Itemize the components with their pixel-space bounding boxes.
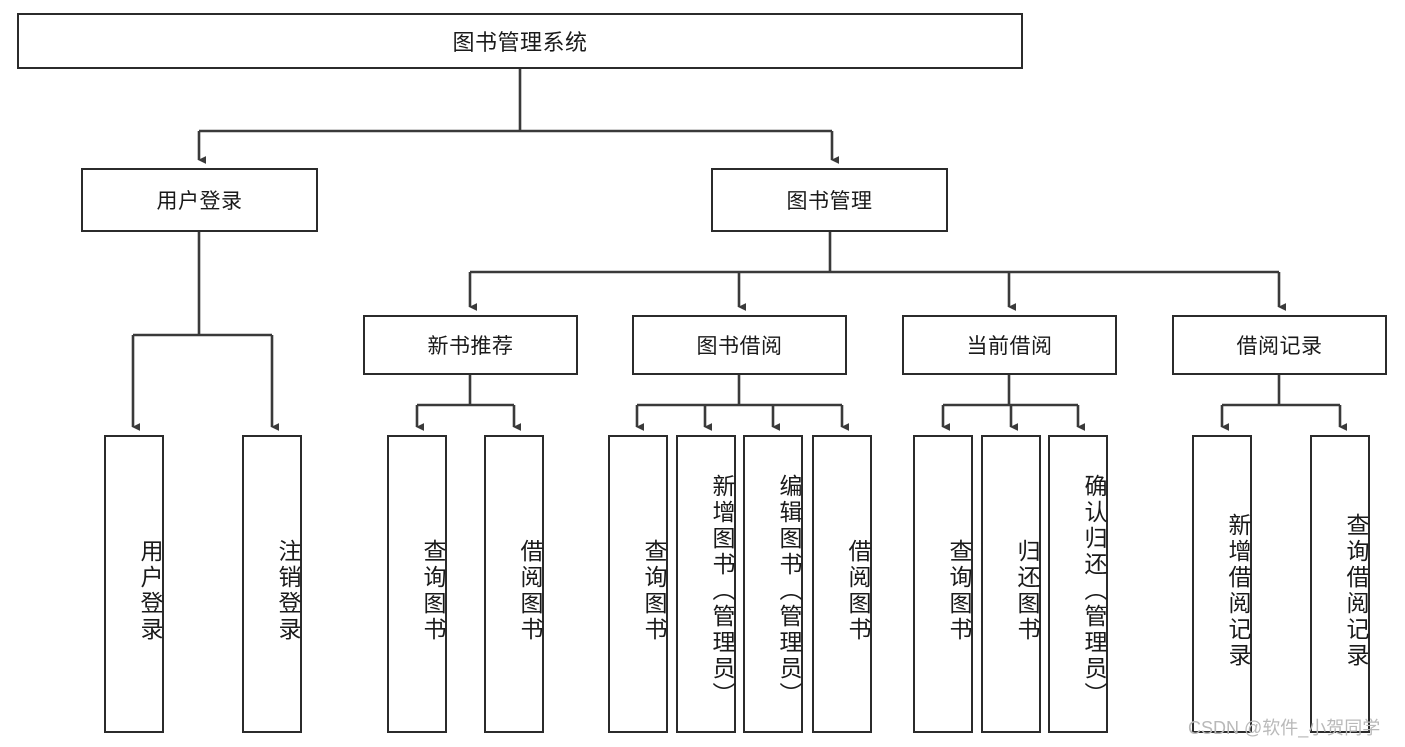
node-cb-return-book[interactable]: 归还图书 bbox=[981, 435, 1041, 733]
node-label: 借阅图书 bbox=[845, 539, 871, 643]
node-book-management[interactable]: 图书管理 bbox=[711, 168, 948, 232]
node-label: 查询图书 bbox=[946, 539, 972, 643]
node-label: 查询图书 bbox=[420, 539, 446, 643]
node-user-login[interactable]: 用户登录 bbox=[81, 168, 318, 232]
node-label: 图书借阅 bbox=[696, 335, 783, 358]
node-label: 借阅记录 bbox=[1236, 335, 1323, 358]
node-new-book-recommend[interactable]: 新书推荐 bbox=[363, 315, 578, 375]
node-label: 查询借阅记录 bbox=[1343, 513, 1369, 669]
node-user-logout[interactable]: 注销登录 bbox=[242, 435, 302, 733]
node-book-borrow[interactable]: 图书借阅 bbox=[632, 315, 847, 375]
watermark: CSDN @软件_小贺同学 bbox=[1188, 718, 1381, 738]
node-cb-query-book[interactable]: 查询图书 bbox=[913, 435, 973, 733]
node-bb-query-book[interactable]: 查询图书 bbox=[608, 435, 668, 733]
node-label: 新增图书（管理员） bbox=[709, 474, 735, 708]
node-br-query-record[interactable]: 查询借阅记录 bbox=[1310, 435, 1370, 733]
node-label: 借阅图书 bbox=[517, 539, 543, 643]
node-label: 确认归还（管理员） bbox=[1081, 474, 1107, 708]
node-label: 新增借阅记录 bbox=[1225, 513, 1251, 669]
node-label: 编辑图书（管理员） bbox=[776, 474, 802, 708]
node-label: 用户登录 bbox=[137, 539, 163, 643]
node-label: 图书管理 bbox=[786, 190, 873, 213]
node-user-login-do[interactable]: 用户登录 bbox=[104, 435, 164, 733]
node-label: 归还图书 bbox=[1014, 539, 1040, 643]
node-br-add-record[interactable]: 新增借阅记录 bbox=[1192, 435, 1252, 733]
node-label: 图书管理系统 bbox=[452, 30, 588, 55]
node-root-system[interactable]: 图书管理系统 bbox=[17, 13, 1023, 69]
node-label: 当前借阅 bbox=[966, 335, 1053, 358]
node-label: 用户登录 bbox=[156, 190, 243, 213]
node-current-borrow[interactable]: 当前借阅 bbox=[902, 315, 1117, 375]
node-borrow-records[interactable]: 借阅记录 bbox=[1172, 315, 1387, 375]
node-nbr-query-book[interactable]: 查询图书 bbox=[387, 435, 447, 733]
node-label: 查询图书 bbox=[641, 539, 667, 643]
node-bb-borrow-book[interactable]: 借阅图书 bbox=[812, 435, 872, 733]
node-label: 注销登录 bbox=[275, 539, 301, 643]
node-nbr-borrow-book[interactable]: 借阅图书 bbox=[484, 435, 544, 733]
node-bb-edit-book[interactable]: 编辑图书（管理员） bbox=[743, 435, 803, 733]
node-bb-add-book[interactable]: 新增图书（管理员） bbox=[676, 435, 736, 733]
node-label: 新书推荐 bbox=[427, 335, 514, 358]
node-cb-confirm-return[interactable]: 确认归还（管理员） bbox=[1048, 435, 1108, 733]
